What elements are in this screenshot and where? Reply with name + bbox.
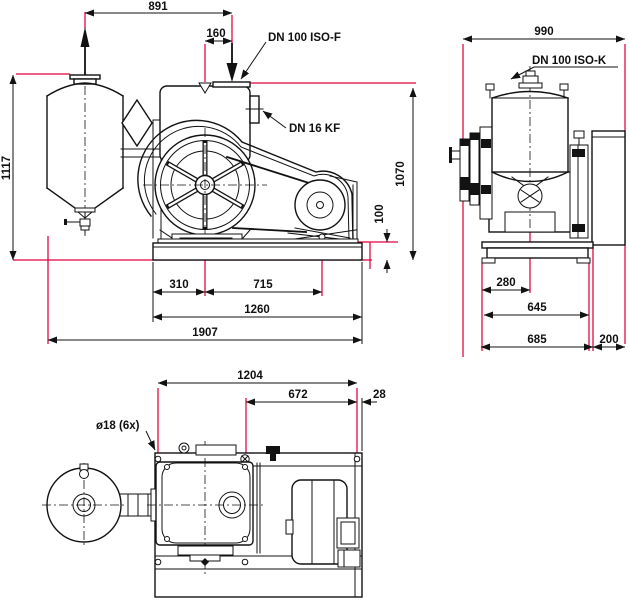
dim-total-length: 1907 <box>192 327 218 339</box>
dim-base-length: 1260 <box>244 304 270 316</box>
side-labels: DN 100 ISO-K <box>510 55 618 80</box>
inlet-flange-label: DN 100 ISO-F <box>268 32 341 44</box>
front-labels: DN 100 ISO-F DN 16 KF <box>226 32 341 135</box>
top-labels: ø18 (6x) <box>96 420 156 451</box>
dim-base-height: 100 <box>374 204 386 223</box>
mounting-hole <box>154 558 162 566</box>
top-dimensions: 1204 672 28 <box>157 370 386 451</box>
pump-housing-top <box>147 441 280 576</box>
side-dimensions: 990 280 645 685 200 <box>462 26 626 351</box>
side-inlet-flange-label: DN 100 ISO-K <box>532 55 607 67</box>
motor-side <box>569 130 626 246</box>
dim-total-height: 1117 <box>1 156 13 180</box>
dim-hole-span-motor: 672 <box>288 389 307 401</box>
exhaust-arrow-icon <box>80 27 90 47</box>
base-front <box>152 229 363 261</box>
tank-pump-connector <box>120 98 163 239</box>
inlet-flange-plate <box>212 81 251 88</box>
dim-center-offset: 280 <box>496 277 515 289</box>
dim-total-width: 990 <box>534 26 553 38</box>
dim-inlet-height: 1070 <box>395 161 407 187</box>
mounting-hole <box>154 455 162 463</box>
gas-ballast-cluster <box>449 126 493 220</box>
belt-drive <box>137 119 358 243</box>
exhaust-filter-tank <box>46 27 124 236</box>
small-flange-label: DN 16 KF <box>289 123 340 135</box>
top-view: ø18 (6x) 1204 672 28 <box>42 370 386 598</box>
base-side <box>481 241 594 264</box>
dim-pulley-spacing: 715 <box>253 279 273 291</box>
dim-top-span: 891 <box>148 1 168 13</box>
front-dimensions: 891 160 1117 1070 100 310 715 1260 1907 <box>1 1 417 344</box>
mounting-holes-label: ø18 (6x) <box>96 420 140 432</box>
motor-pulley <box>294 179 346 231</box>
dim-flywheel-offset: 310 <box>169 279 188 291</box>
exhaust-filter-tank-side <box>485 66 569 228</box>
exhaust-filter-tank-top <box>42 463 158 547</box>
dim-foot-span: 645 <box>527 302 547 314</box>
mounting-hole <box>241 558 249 566</box>
dim-hole-span-long: 1204 <box>237 370 263 382</box>
inlet-marker-icon <box>198 82 212 94</box>
dim-motor-overhang: 200 <box>599 334 618 346</box>
dim-base-width: 685 <box>527 334 547 346</box>
mounting-hole <box>353 455 361 463</box>
dim-edge-offset: 28 <box>373 389 386 401</box>
side-view: DN 100 ISO-K 990 280 645 685 200 <box>449 26 626 357</box>
dim-inlet-offset: 160 <box>206 28 225 40</box>
flywheel <box>143 128 267 246</box>
motor-top <box>285 479 361 568</box>
drain-valve <box>79 218 91 227</box>
inlet-flow-arrow-icon <box>226 63 238 82</box>
front-view: DN 100 ISO-F DN 16 KF 891 160 1117 1070 … <box>1 1 417 344</box>
